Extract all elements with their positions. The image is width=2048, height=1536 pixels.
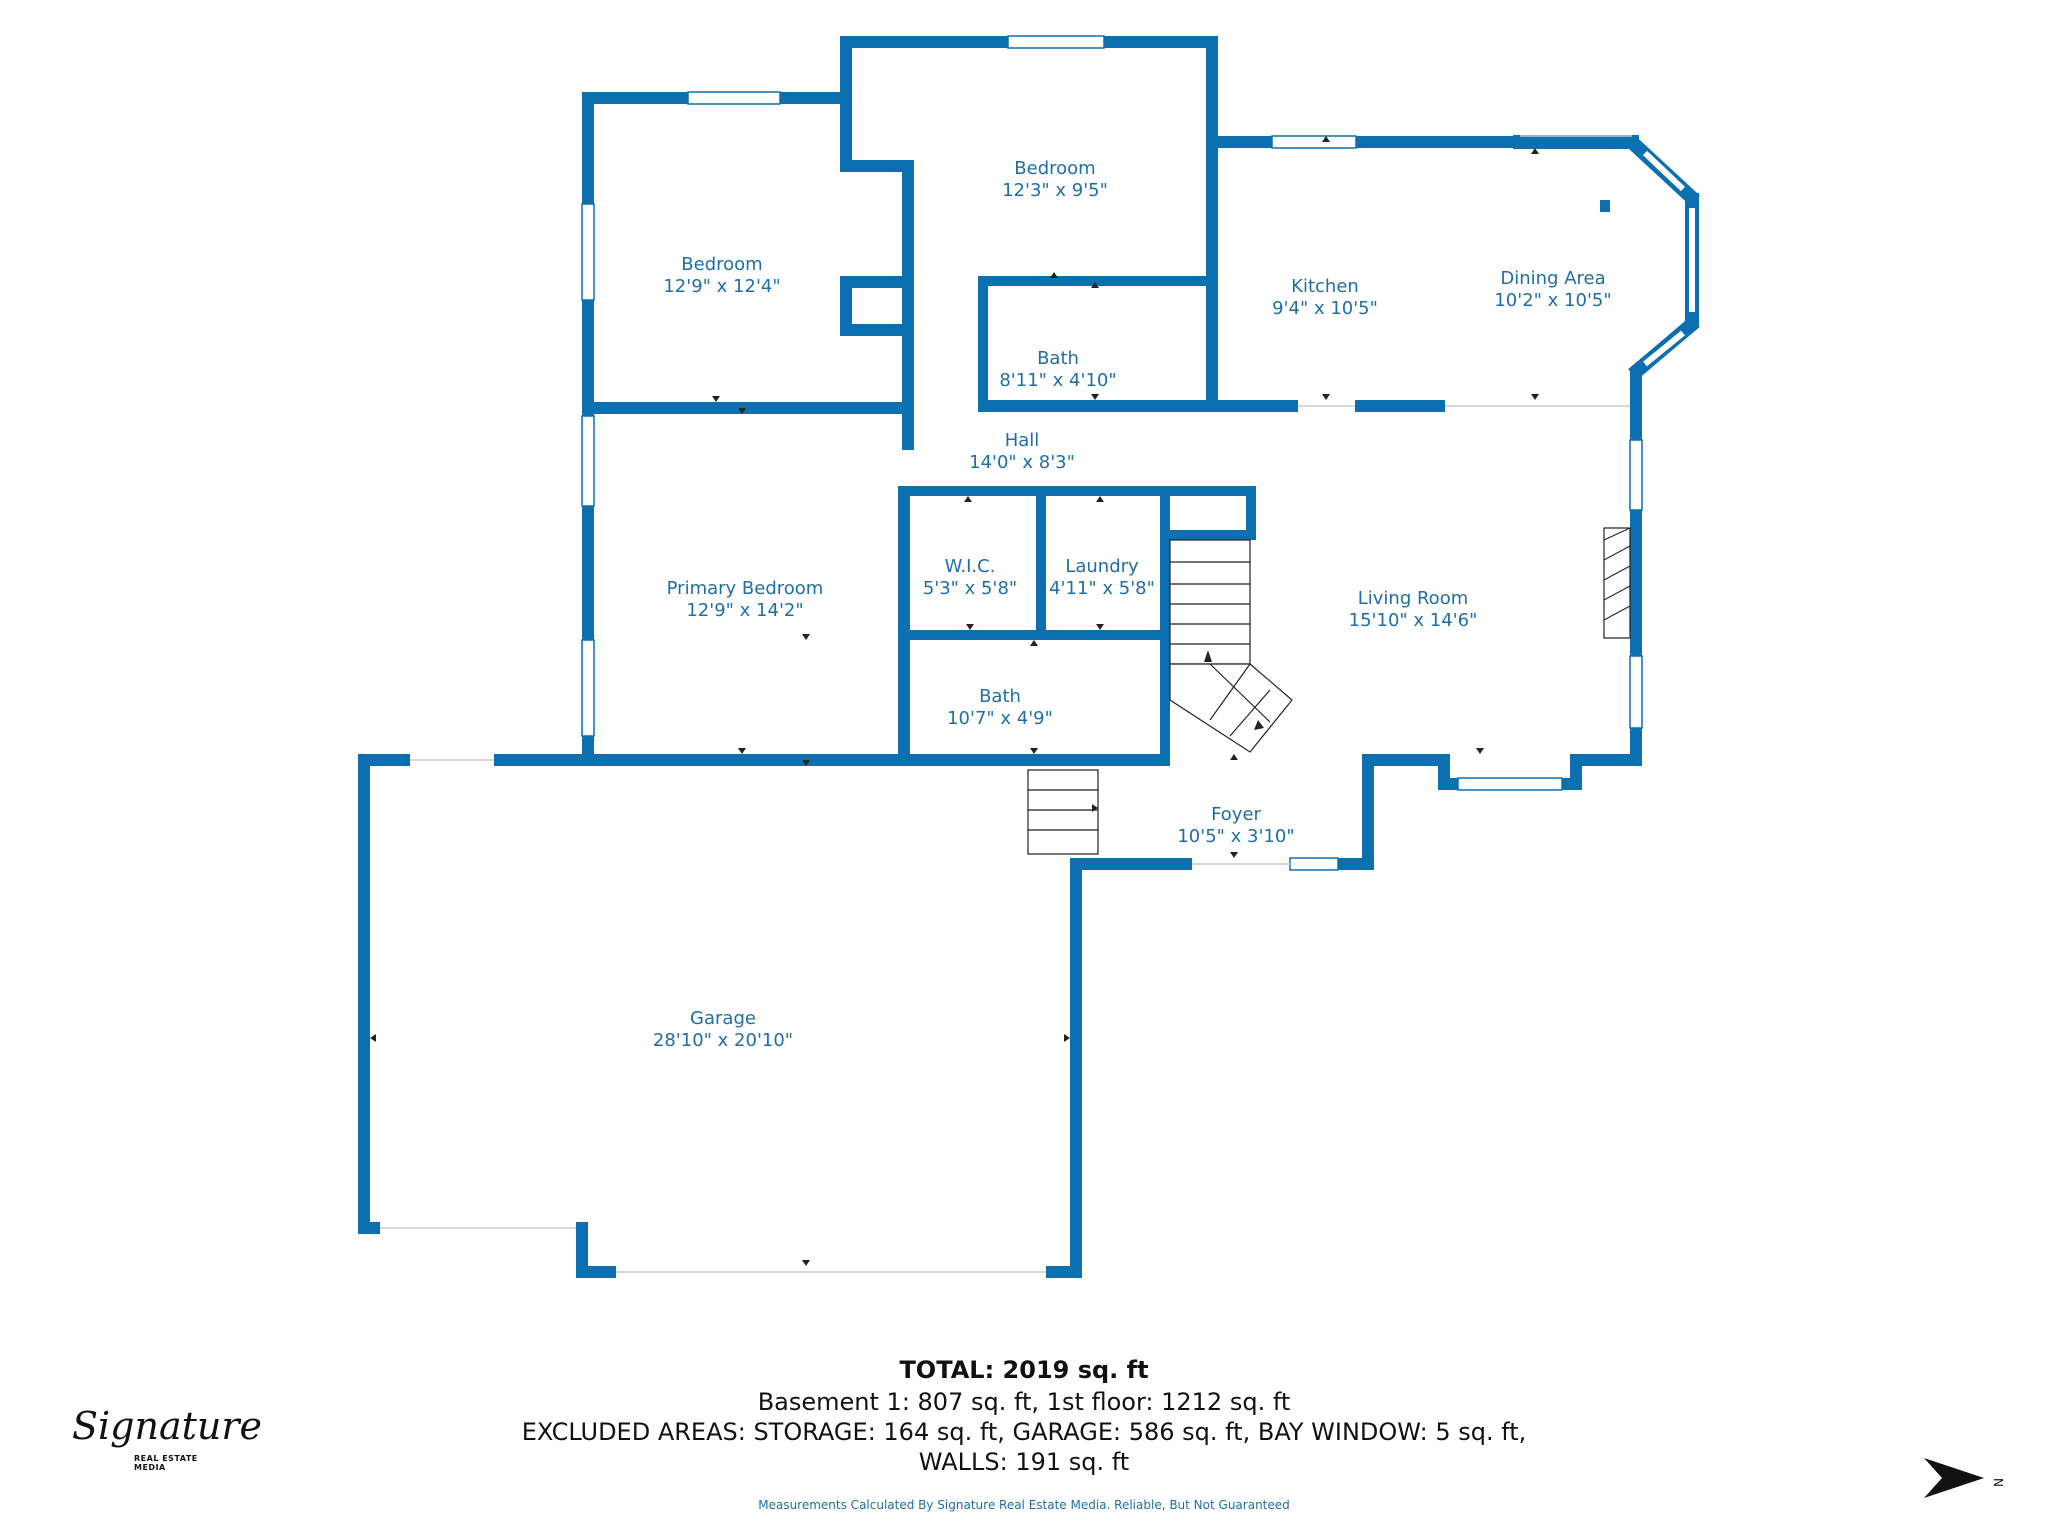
bath-lower-name: Bath bbox=[979, 686, 1021, 707]
kitchen-name: Kitchen bbox=[1291, 276, 1359, 297]
kitchen-dims: 9'4" x 10'5" bbox=[1272, 298, 1378, 319]
foyer-name: Foyer bbox=[1211, 804, 1261, 825]
laundry-dims: 4'11" x 5'8" bbox=[1049, 578, 1155, 599]
total-area: TOTAL: 2019 sq. ft bbox=[899, 1356, 1149, 1384]
fireplace bbox=[1603, 527, 1631, 639]
dining-area-name: Dining Area bbox=[1500, 268, 1605, 289]
primary-bedroom-dims: 12'9" x 14'2" bbox=[686, 600, 803, 621]
walls bbox=[358, 36, 1642, 1278]
bay-window-glass bbox=[1642, 150, 1695, 367]
garage-name: Garage bbox=[690, 1008, 756, 1029]
bedroom-1-dims: 12'9" x 12'4" bbox=[663, 276, 780, 297]
bedroom-1-name: Bedroom bbox=[681, 254, 762, 275]
wic-name: W.I.C. bbox=[945, 556, 996, 577]
room-labels: Bedroom 12'3" x 9'5" Bedroom 12'9" x 12'… bbox=[653, 158, 1612, 1051]
disclaimer: Measurements Calculated By Signature Rea… bbox=[758, 1498, 1290, 1512]
north-label: N bbox=[1991, 1478, 2005, 1487]
openings bbox=[380, 135, 1632, 1273]
signature-logo: Signature REAL ESTATE MEDIA bbox=[72, 1400, 262, 1480]
garage-dims: 28'10" x 20'10" bbox=[653, 1030, 793, 1051]
hall-dims: 14'0" x 8'3" bbox=[969, 452, 1075, 473]
laundry-name: Laundry bbox=[1065, 556, 1139, 577]
logo-subtitle: REAL ESTATE MEDIA bbox=[134, 1454, 198, 1472]
bath-upper-dims: 8'11" x 4'10" bbox=[999, 370, 1116, 391]
foyer-dims: 10'5" x 3'10" bbox=[1177, 826, 1294, 847]
bath-lower-dims: 10'7" x 4'9" bbox=[947, 708, 1053, 729]
north-arrow-icon: N bbox=[1924, 1448, 2014, 1508]
windows bbox=[581, 35, 1643, 871]
logo-script: Signature bbox=[72, 1404, 263, 1448]
bath-upper-name: Bath bbox=[1037, 348, 1079, 369]
wic-dims: 5'3" x 5'8" bbox=[923, 578, 1017, 599]
living-room-name: Living Room bbox=[1358, 588, 1469, 609]
living-room-dims: 15'10" x 14'6" bbox=[1349, 610, 1478, 631]
dining-area-dims: 10'2" x 10'5" bbox=[1494, 290, 1611, 311]
excluded-areas: EXCLUDED AREAS: STORAGE: 164 sq. ft, GAR… bbox=[521, 1418, 1527, 1446]
floor-breakdown: Basement 1: 807 sq. ft, 1st floor: 1212 … bbox=[757, 1388, 1291, 1416]
stairs bbox=[1027, 539, 1293, 855]
bedroom-2-dims: 12'3" x 9'5" bbox=[1002, 180, 1108, 201]
primary-bedroom-name: Primary Bedroom bbox=[667, 578, 824, 599]
hall-name: Hall bbox=[1005, 430, 1040, 451]
dimension-markers bbox=[370, 136, 1539, 1266]
walls-area: WALLS: 191 sq. ft bbox=[918, 1448, 1130, 1476]
bedroom-2-name: Bedroom bbox=[1014, 158, 1095, 179]
